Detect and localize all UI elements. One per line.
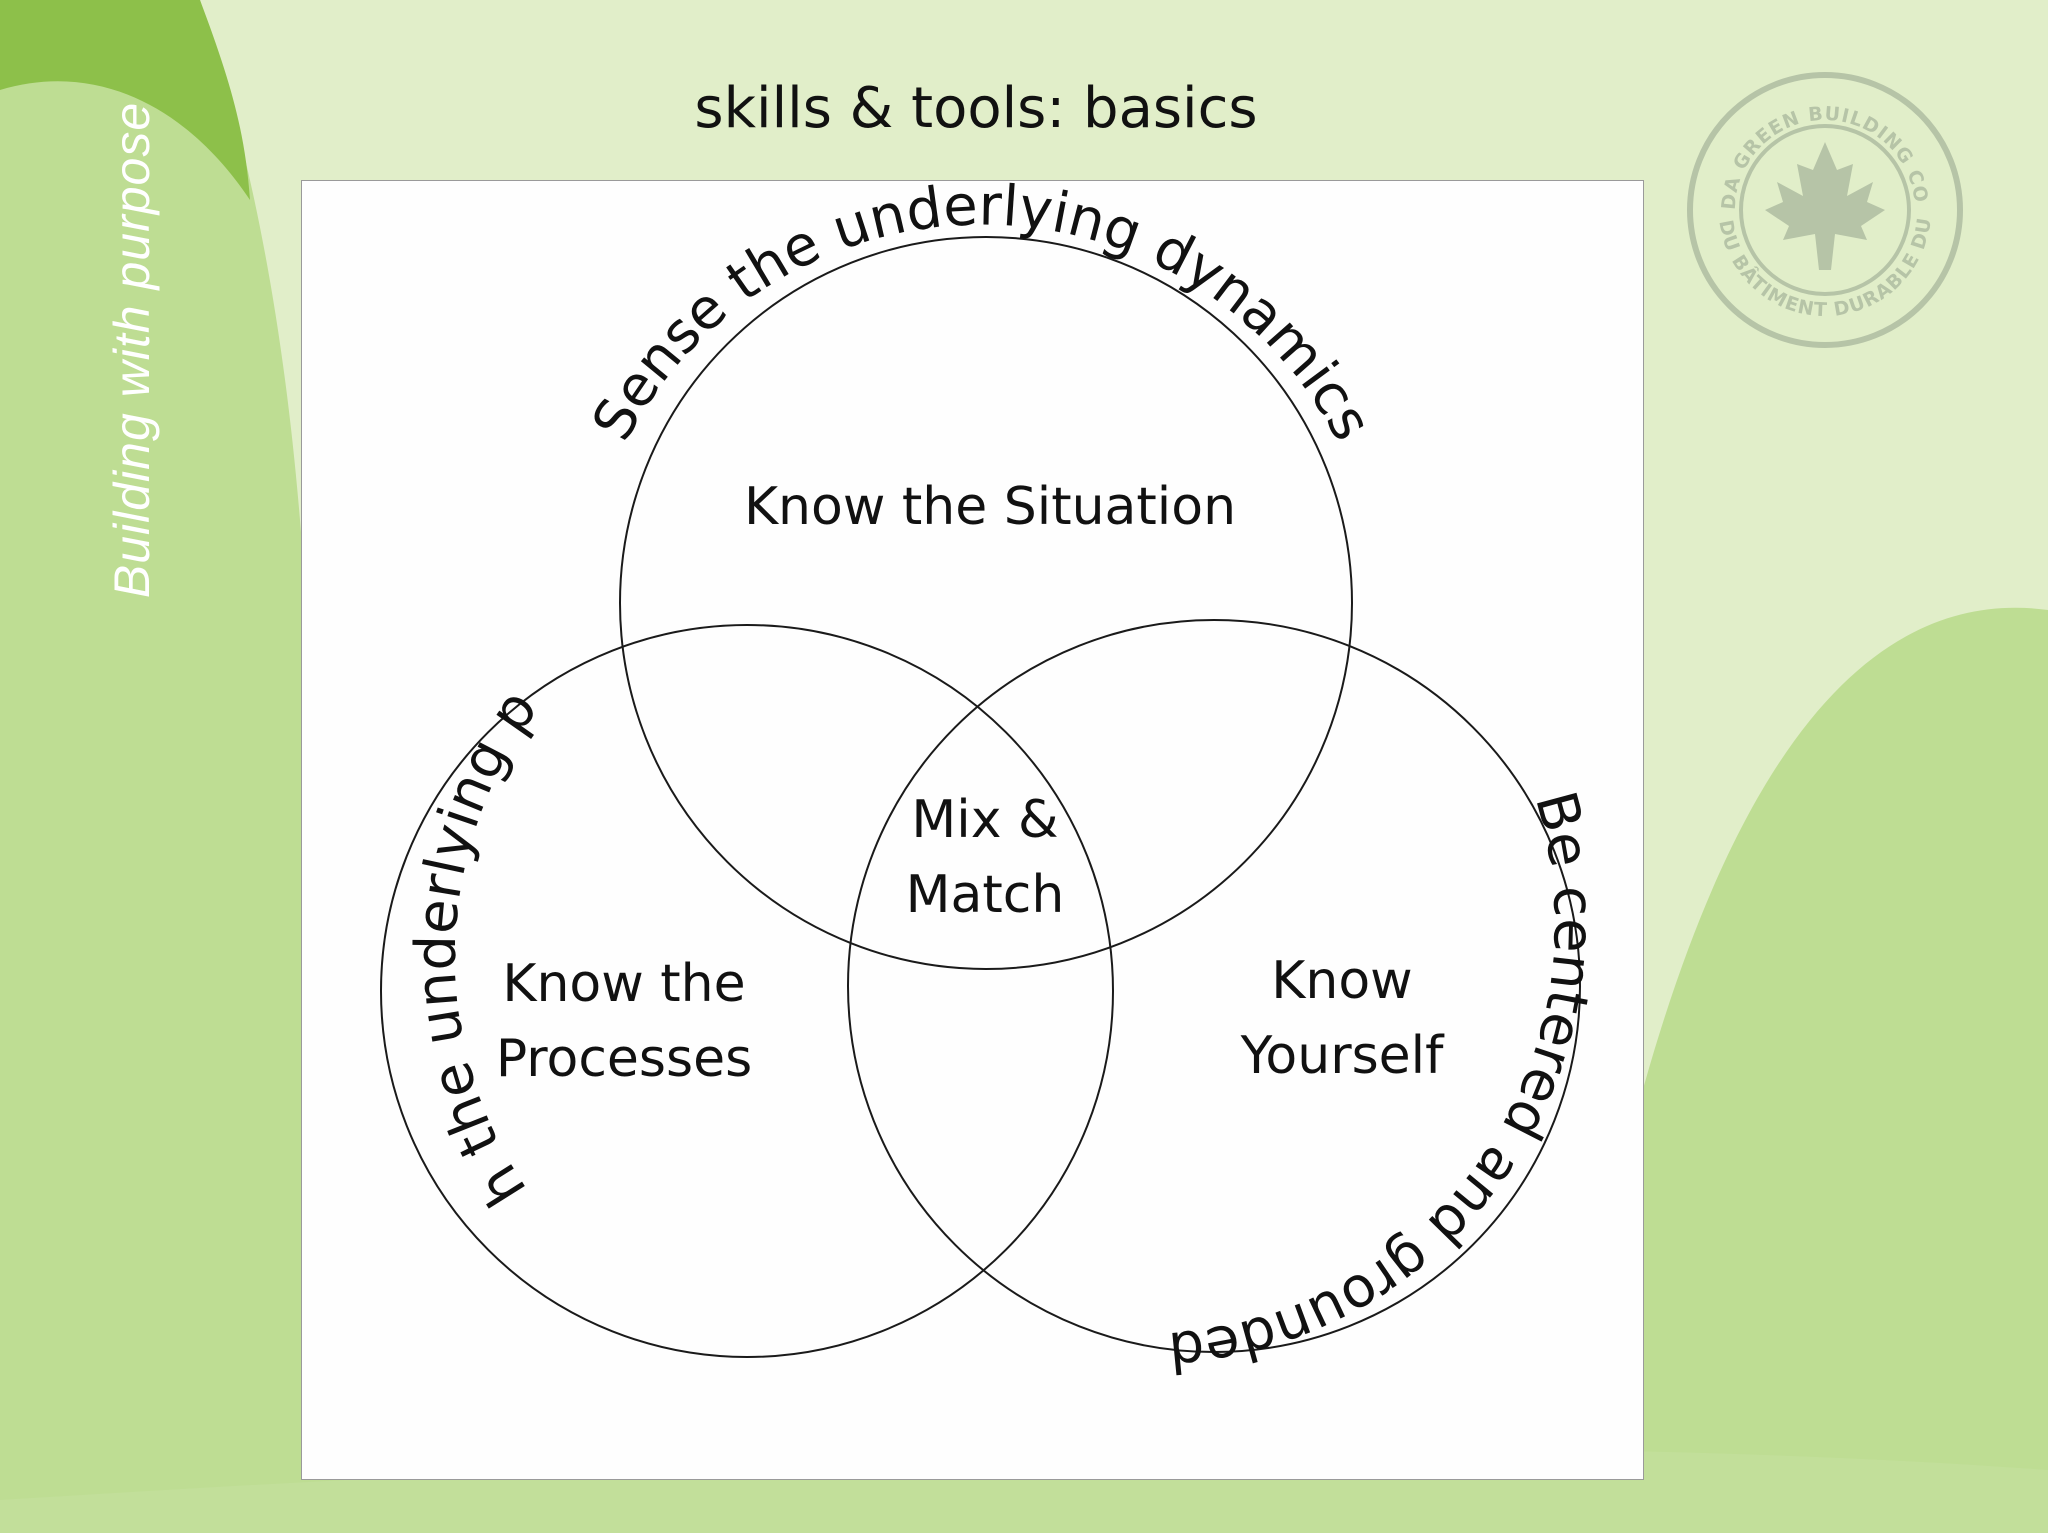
label-yourself-line1: Know — [1271, 951, 1412, 1011]
label-processes-line1: Know the — [502, 954, 745, 1014]
circle-yourself — [847, 619, 1581, 1353]
cagbc-logo: CANADA GREEN BUILDING COUNCIL CONSEIL DU… — [1685, 70, 1963, 348]
label-mix-line2: Match — [906, 865, 1065, 925]
circle-situation — [619, 236, 1353, 970]
maple-leaf-icon — [1765, 142, 1885, 270]
label-yourself-line2: Yourself — [1240, 1026, 1446, 1086]
label-processes-line2: Processes — [496, 1029, 752, 1089]
label-situation: Know the Situation — [744, 477, 1236, 537]
brand-tagline: Building with purpose — [104, 101, 160, 599]
arc-label-top: Sense the underlying dynamics — [580, 181, 1384, 451]
label-mix-line1: Mix & — [911, 790, 1058, 850]
slide-title: skills & tools: basics — [694, 76, 1258, 141]
accent-swoosh-shape — [0, 0, 250, 200]
venn-diagram: Sense the underlying dynamics Work with … — [301, 180, 1644, 1480]
circle-processes — [380, 624, 1114, 1358]
